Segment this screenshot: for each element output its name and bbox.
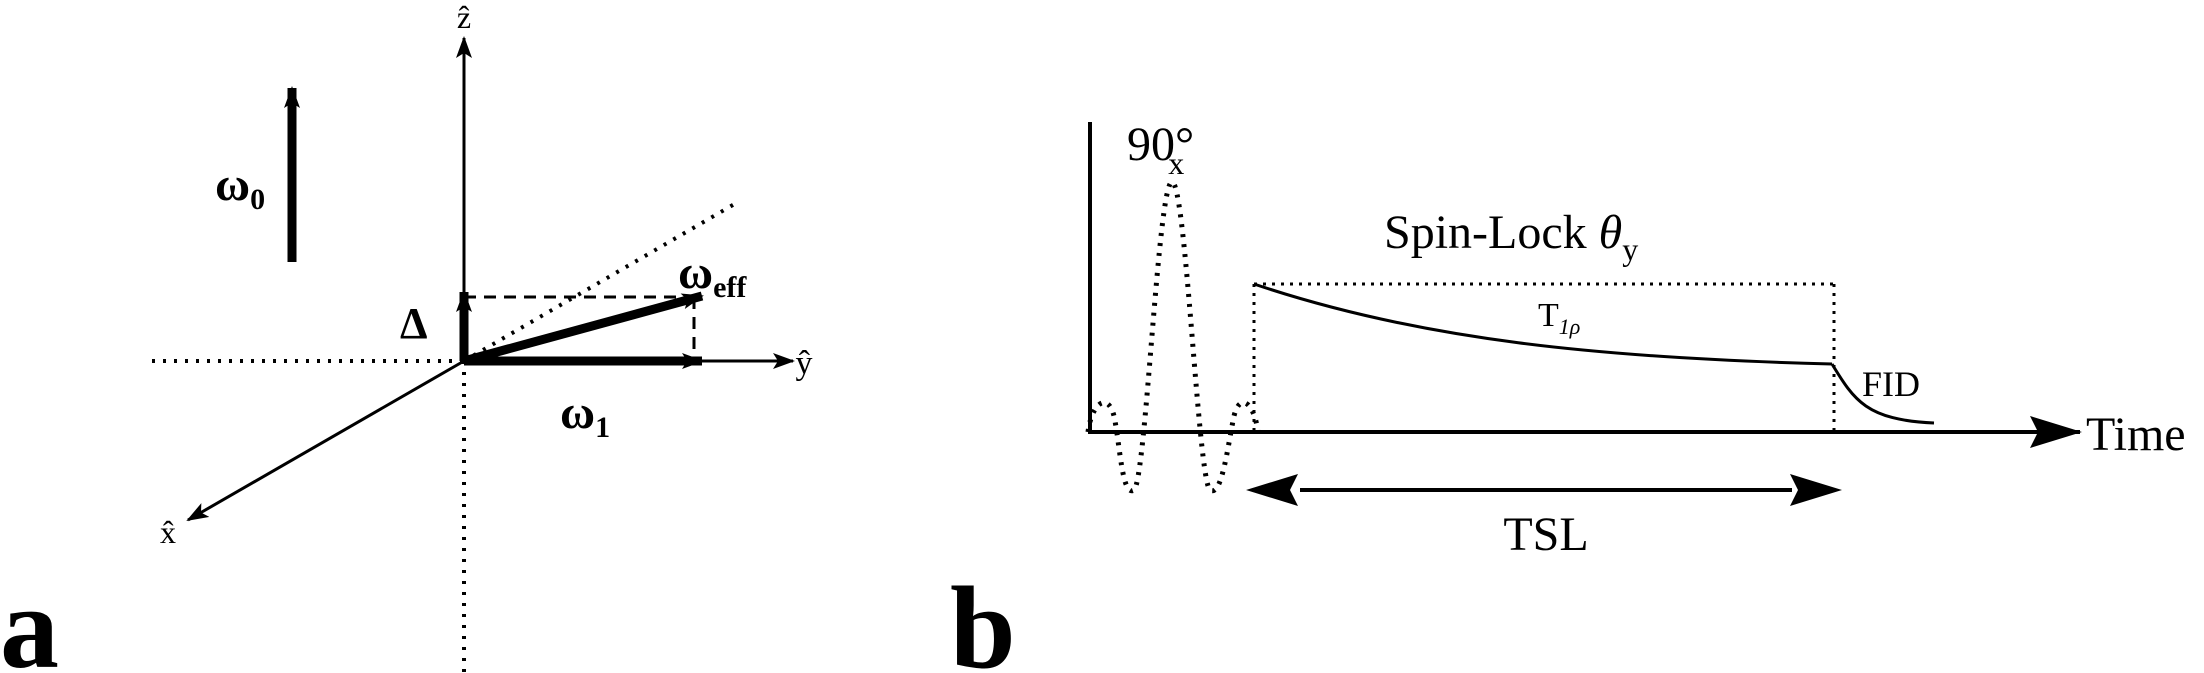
omega0-label: ω0 [215, 158, 265, 216]
time-label: Time [2086, 408, 2186, 461]
tsl-label: TSL [1503, 508, 1588, 561]
delta-label: Δ [400, 299, 428, 348]
panel-a-letter: a [0, 562, 59, 673]
y-axis-label: ŷ [796, 345, 813, 382]
fid-label: FID [1862, 364, 1920, 404]
z-axis-label: ẑ [457, 0, 471, 35]
tsl-arrowhead-left [1246, 474, 1298, 506]
x-axis [186, 359, 465, 522]
pulse-90-label: 90°x [1127, 118, 1194, 181]
panel-a-vector-diagram: ẑ ŷ x̂ ω0 Δ ωeff ω1 a [0, 0, 813, 673]
x-axis-label: x̂ [160, 514, 176, 550]
omega1-label: ω1 [560, 386, 610, 444]
sinc-90-pulse [1085, 179, 1261, 494]
fid-curve [1830, 363, 1935, 425]
t1rho-label: T1ρ [1538, 297, 1580, 339]
tsl-arrowhead-right [1790, 474, 1842, 506]
omega-eff-label: ωeff [678, 246, 747, 304]
omega-eff-arrow [462, 291, 704, 366]
panel-b-letter: b [950, 562, 1016, 673]
t1rho-decay-curve [1253, 282, 1833, 366]
